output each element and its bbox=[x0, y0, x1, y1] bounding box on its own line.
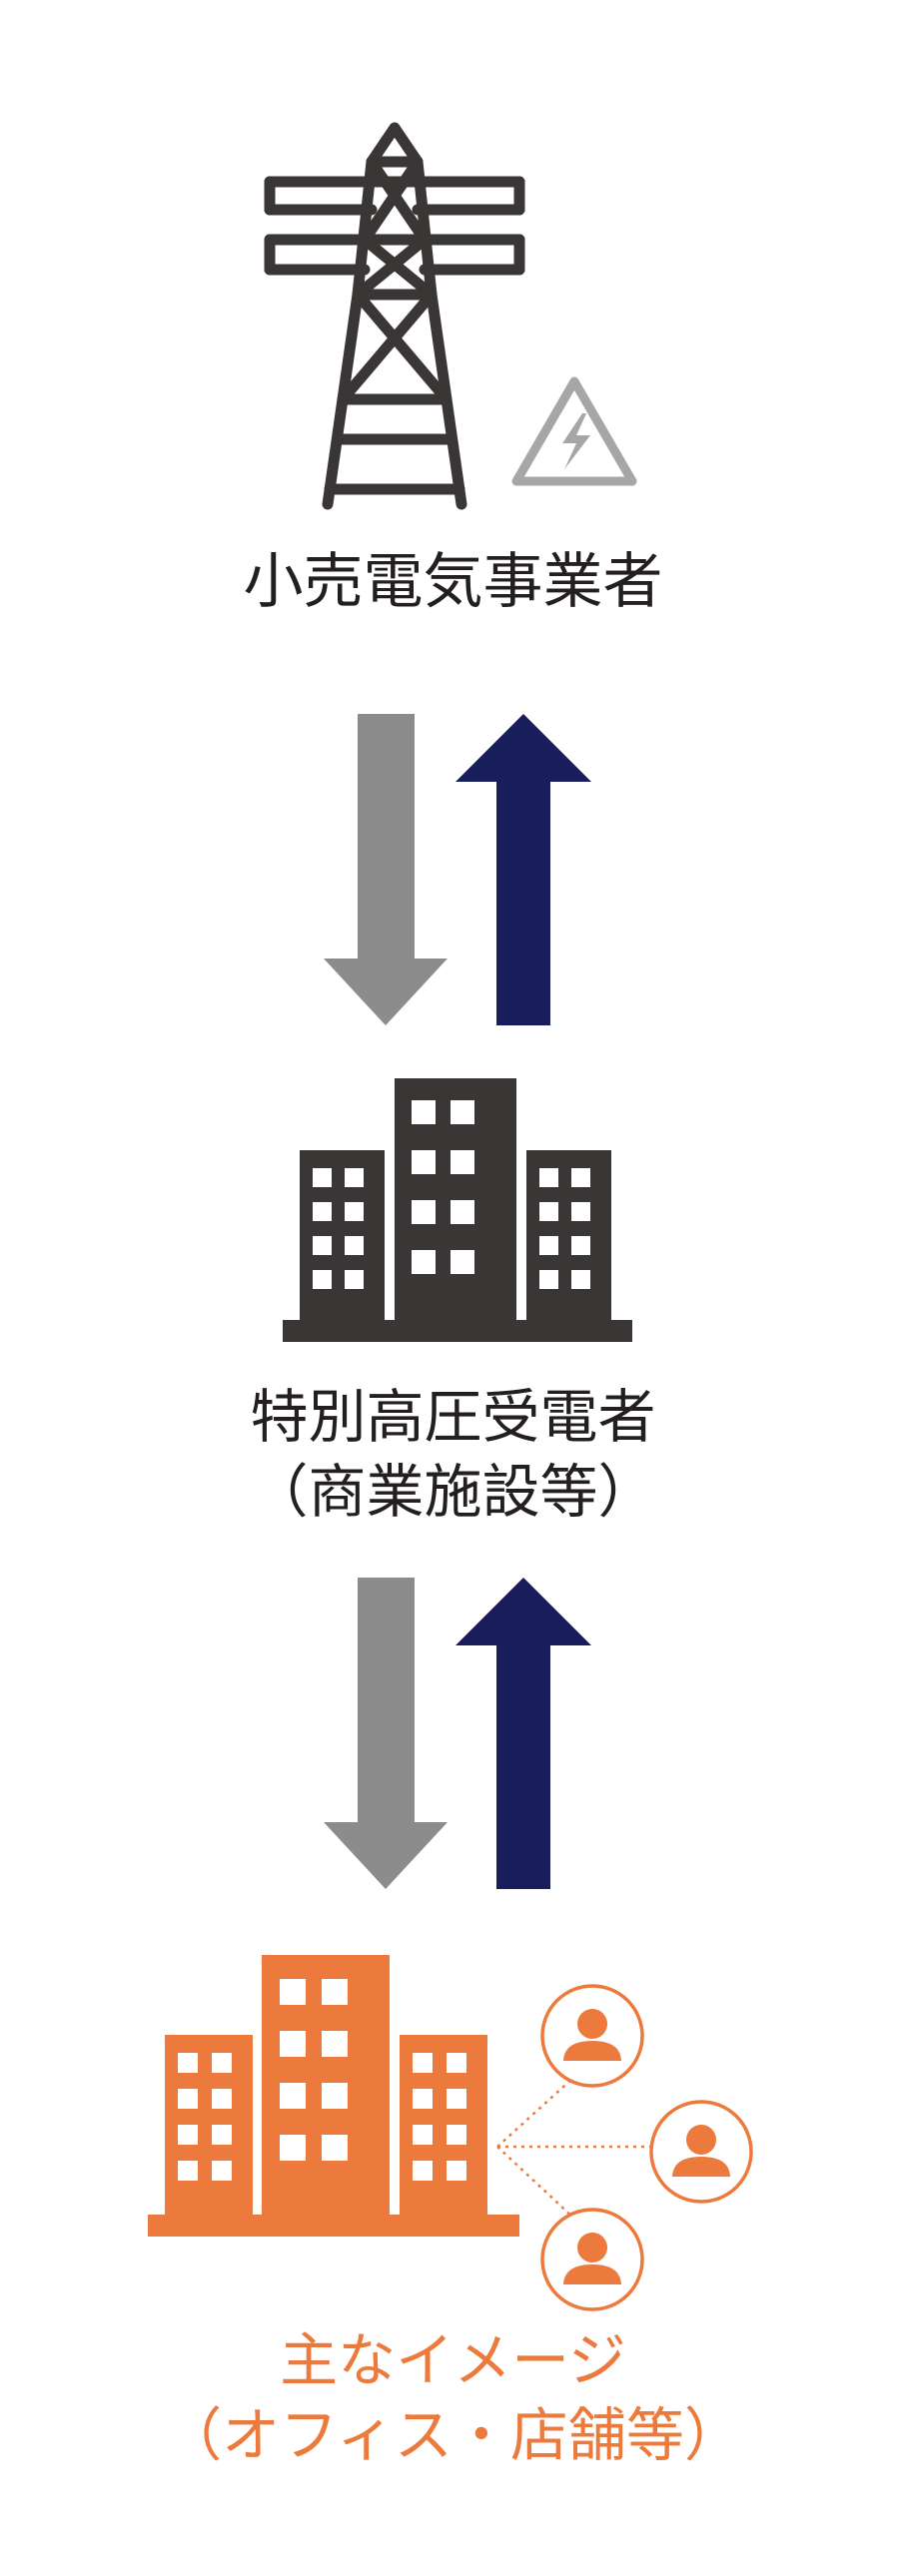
high-voltage-warning-icon bbox=[511, 376, 637, 486]
tenants-label-line2: （オフィス・店舗等） bbox=[164, 2401, 742, 2469]
supplier-label: 小売電気事業者 bbox=[243, 547, 663, 617]
person-icon bbox=[540, 1984, 644, 2088]
tenant-buildings-icon bbox=[148, 1955, 519, 2237]
up-arrow-icon bbox=[455, 714, 591, 1025]
flow-arrows-lower bbox=[324, 1578, 591, 1889]
supplier-node: 小売電気事業者 bbox=[0, 0, 906, 699]
power-tower-icon bbox=[264, 122, 525, 510]
tenant-connections bbox=[496, 2076, 659, 2220]
up-arrow-icon bbox=[455, 1578, 591, 1889]
office-buildings-icon bbox=[283, 1078, 632, 1342]
tenants-label-line1: 主なイメージ bbox=[280, 2326, 626, 2394]
facility-label-line2: （商業施設等） bbox=[250, 1458, 656, 1526]
facility-node: 特別高圧受電者 （商業施設等） bbox=[0, 1058, 906, 1578]
person-icon bbox=[649, 2100, 753, 2204]
flow-arrows-upper bbox=[324, 714, 591, 1025]
facility-label-line1: 特別高圧受電者 bbox=[250, 1383, 656, 1451]
person-icon bbox=[540, 2208, 644, 2311]
tenants-node: 主なイメージ （オフィス・店舗等） bbox=[0, 1947, 906, 2576]
down-arrow-icon bbox=[324, 714, 448, 1025]
down-arrow-icon bbox=[324, 1578, 448, 1889]
